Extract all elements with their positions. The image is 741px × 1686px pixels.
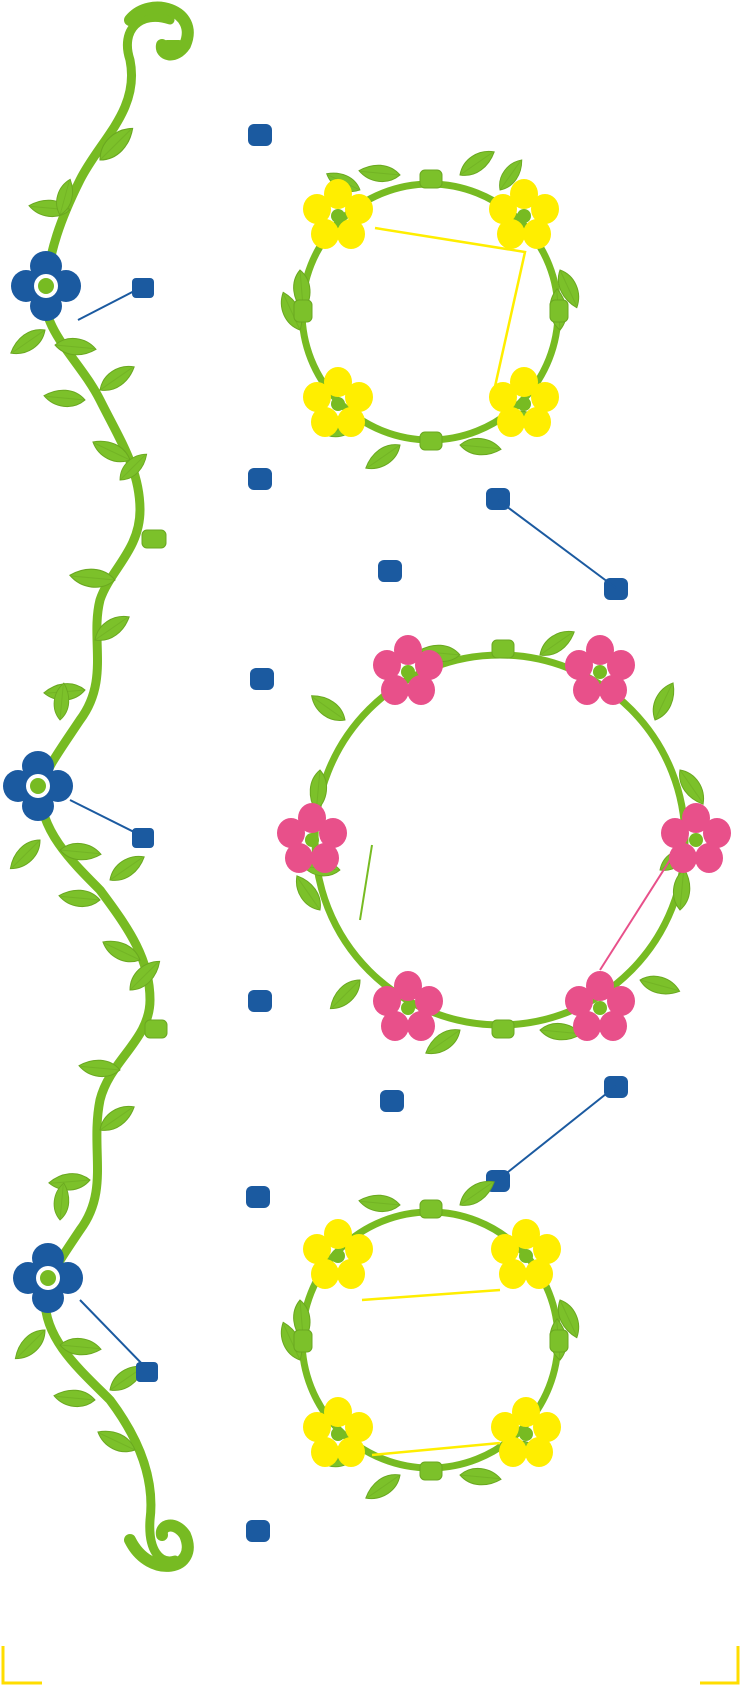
wreath-middle (277, 627, 731, 1058)
wreath-middle-leaves (292, 627, 708, 1058)
loose-jump-stitches (497, 499, 617, 1181)
yellow-flower (491, 1397, 561, 1467)
loose-blue-dots (246, 124, 628, 1542)
yellow-flower (489, 179, 559, 249)
blue-flower-1 (11, 251, 81, 321)
yellow-flower (489, 367, 559, 437)
wreath-middle-flowers (277, 635, 731, 1041)
hoop-corner-bottom-left (1, 1646, 42, 1685)
vine-blue-flowers (3, 251, 83, 1313)
pink-flower (373, 971, 443, 1041)
yellow-flower (303, 1397, 373, 1467)
vine-leaves (3, 124, 168, 1462)
pink-flower (565, 635, 635, 705)
yellow-flower (303, 367, 373, 437)
hoop-corner-markers (1, 1646, 740, 1685)
pink-flower (373, 635, 443, 705)
vine-bud-top (163, 40, 183, 56)
wreath-bottom-flowers (303, 1219, 561, 1467)
wreath-bottom-jump-stitches (361, 1288, 501, 1457)
wreath-middle-jump-stitches (359, 844, 671, 971)
yellow-flower (303, 179, 373, 249)
pink-flower (565, 971, 635, 1041)
blue-flower-2 (3, 751, 73, 821)
pink-flower (661, 803, 731, 873)
wreath-top-leaves (278, 147, 582, 473)
yellow-flower (303, 1219, 373, 1289)
hoop-corner-bottom-right (700, 1646, 740, 1685)
vine-curl-bottom (124, 1519, 194, 1572)
wreath-middle-ring (311, 651, 689, 1029)
blue-flower-3 (13, 1243, 83, 1313)
wreath-bottom (278, 1177, 582, 1503)
wreath-top (278, 147, 582, 473)
yellow-flower (491, 1219, 561, 1289)
pink-flower (277, 803, 347, 873)
wreath-top-flowers (303, 179, 559, 437)
vine-blue-dots (132, 278, 158, 1382)
vine-jump-stitches (69, 287, 149, 1371)
wreath-top-jump-stitches (374, 226, 527, 401)
vine-border (3, 1, 194, 1572)
wreath-bottom-leaves (278, 1177, 582, 1503)
